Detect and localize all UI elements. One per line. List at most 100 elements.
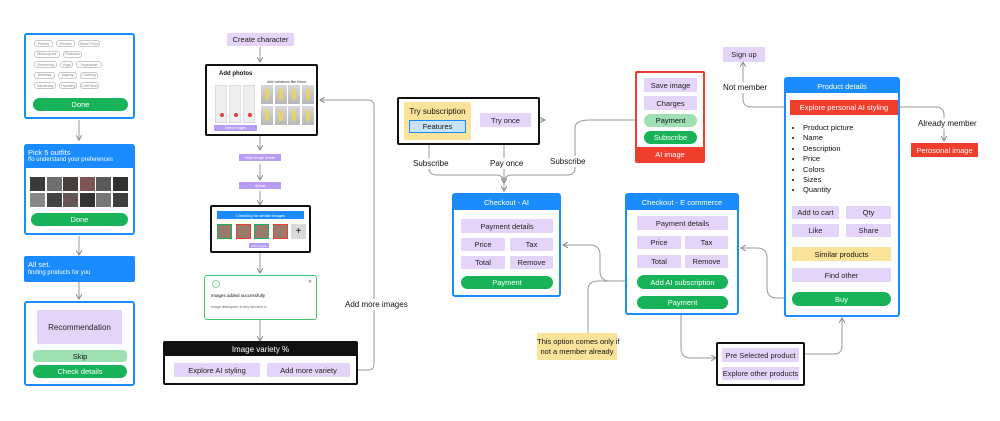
success-title: Images added successfully (211, 293, 266, 298)
ai-remove-button[interactable]: Remove (510, 256, 553, 269)
try-once-button[interactable]: Try once (480, 113, 531, 127)
create-character-label[interactable]: Create character (227, 33, 294, 46)
not-member-label: Not member (722, 82, 769, 93)
feature-list: Product pictureNameDescriptionPriceColor… (791, 123, 853, 196)
add-images-button[interactable]: Add images (249, 243, 269, 248)
ai-price: Price (461, 238, 505, 251)
variation-grid (261, 85, 315, 129)
interest-tag-chip[interactable]: Street Food (78, 40, 100, 47)
checkout-ai-title: Checkout - AI (454, 195, 559, 210)
interest-tag-chip[interactable]: Cooking (80, 71, 98, 79)
share-button[interactable]: Share (846, 224, 891, 237)
add-more-variety-button[interactable]: Add more variety (267, 363, 350, 377)
explore-other-products-button[interactable]: Explore other products (722, 367, 799, 380)
qty-button[interactable]: Qty (846, 206, 891, 219)
save-image-button[interactable]: Save image (644, 78, 697, 92)
outfit-thumbnail[interactable] (96, 177, 111, 191)
select-image-header-pill[interactable]: Select image header (239, 154, 281, 161)
interest-tag-chip[interactable]: Motorcycles (34, 50, 60, 58)
interest-tag-chip[interactable]: Craft Beer (80, 82, 99, 89)
remove-photo-icon[interactable] (234, 113, 238, 117)
subscription-panel: Try subscription Features Try once (397, 97, 540, 145)
product-feature-item: Colors (803, 165, 853, 175)
check-details-button[interactable]: Check details (33, 365, 127, 378)
checked-image-thumbnail (254, 224, 269, 239)
find-other-button[interactable]: Find other (792, 268, 891, 282)
explore-ai-styling-button[interactable]: Explore AI styling (174, 363, 260, 377)
interest-tag-chip[interactable]: Podcasts (63, 50, 82, 58)
interest-tag-chip[interactable]: Parties (34, 40, 53, 47)
like-button[interactable]: Like (792, 224, 839, 237)
interest-tag-chip[interactable]: Athletics (34, 71, 55, 79)
product-feature-item: Price (803, 154, 853, 164)
interest-tag-chip[interactable]: Swimming (34, 61, 57, 68)
payment-button[interactable]: Payment (644, 114, 697, 127)
variation-example-image (261, 106, 273, 125)
recommendation-card: Recommendation Skip Check details (24, 301, 135, 386)
photo-slot[interactable] (243, 85, 255, 123)
variation-example-image (274, 106, 287, 125)
close-icon[interactable]: ✕ (308, 279, 313, 285)
photo-slot[interactable] (229, 85, 241, 123)
outfit-thumbnail[interactable] (79, 193, 95, 207)
photo-slot[interactable] (215, 85, 227, 123)
checkout-ec-title: Checkout - E commerce (627, 195, 737, 210)
outfit-thumbnail[interactable] (112, 193, 128, 207)
interest-tag-chip[interactable]: Traveling (59, 82, 77, 89)
add-photos-title: Add photos (219, 71, 253, 77)
outfit-picker-subtitle: ffo understand your preferences (28, 157, 113, 163)
remove-photo-icon[interactable] (220, 113, 224, 117)
done-outfits-button[interactable]: Done (31, 213, 128, 226)
outfit-thumbnail[interactable] (63, 193, 78, 207)
outfit-thumbnail[interactable] (96, 193, 111, 207)
checked-image-thumbnail (272, 224, 288, 239)
ai-image-panel: Save image Charges Payment Subscribe AI … (635, 71, 705, 163)
upload-pill[interactable]: Upload (239, 182, 281, 189)
outfit-thumbnail[interactable] (30, 177, 45, 191)
interest-tag-chip[interactable]: Yoga/sp (58, 71, 77, 79)
recommendation-block[interactable]: Recommendation (37, 310, 122, 344)
subscribe-button[interactable]: Subscribe (644, 131, 697, 144)
add-ai-subscription-button[interactable]: Add AI subscription (637, 275, 728, 289)
all-set-title: All set. (28, 260, 51, 269)
buy-button[interactable]: Buy (792, 292, 891, 306)
charges-button[interactable]: Charges (644, 96, 697, 110)
add-to-cart-button[interactable]: Add to cart (792, 206, 839, 219)
interest-tag-chip[interactable]: Yoga (60, 61, 73, 68)
all-set-banner: All set. finding products for you (24, 256, 135, 282)
interest-tag-chip[interactable]: Gardening (34, 82, 56, 89)
add-image-icon[interactable]: + (291, 224, 306, 239)
try-subscription-label[interactable]: Try subscription (409, 107, 466, 116)
subscribe-label-left: Subscribe (412, 158, 450, 169)
outfit-thumbnail[interactable] (30, 193, 45, 207)
outfit-thumbnail[interactable] (63, 177, 78, 191)
select-images-button[interactable]: Select images (214, 125, 257, 131)
checked-image-thumbnail (235, 224, 251, 239)
outfit-thumbnail[interactable] (79, 177, 95, 191)
pre-selected-product-button[interactable]: Pre Selected product (722, 348, 799, 362)
explore-personal-ai-styling-button[interactable]: Explore personal AI styling (790, 100, 898, 115)
sign-up-button[interactable]: Sign up (723, 47, 765, 62)
outfit-thumbnail[interactable] (46, 193, 62, 207)
product-details-panel: Product details Product pictureNameDescr… (784, 77, 900, 317)
done-button[interactable]: Done (33, 98, 128, 111)
outfit-thumbnail[interactable] (46, 177, 62, 191)
product-feature-item: Name (803, 133, 853, 143)
outfit-thumbnail[interactable] (112, 177, 128, 191)
similar-products-button[interactable]: Similar products (792, 247, 891, 261)
interest-tag-chip[interactable]: Minutes (56, 40, 75, 47)
variation-example-image (301, 106, 314, 125)
features-button[interactable]: Features (409, 120, 466, 133)
skip-button[interactable]: Skip (33, 350, 127, 362)
ec-remove-button[interactable]: Remove (685, 255, 728, 268)
ai-payment-button[interactable]: Payment (461, 276, 553, 289)
image-variety-panel: Image variety % Explore AI styling Add m… (163, 341, 358, 385)
product-feature-item: Description (803, 144, 853, 154)
personal-image-button[interactable]: Perosonal image (911, 143, 978, 157)
remove-photo-icon[interactable] (248, 113, 252, 117)
ai-total: Total (461, 256, 505, 269)
interest-tag-chip[interactable]: Vegetarian (76, 61, 102, 68)
add-photos-hint: Add variations like these (267, 80, 306, 84)
ec-payment-button[interactable]: Payment (637, 296, 728, 309)
